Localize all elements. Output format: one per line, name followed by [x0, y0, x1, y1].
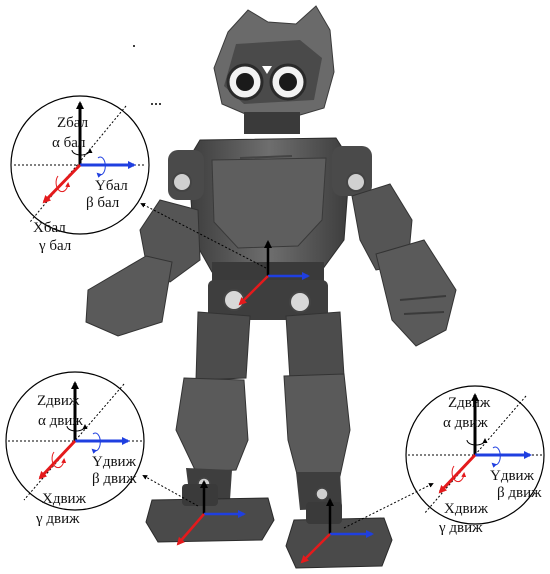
robot-right-leg	[284, 312, 350, 510]
balance-x-label: Хбал	[33, 220, 66, 236]
right-foot-x-label: Хдвиж	[444, 501, 489, 517]
right-foot-gamma-label: γ движ	[438, 520, 483, 536]
robot-head	[214, 6, 334, 134]
left-foot-x-label: Хдвиж	[42, 491, 87, 507]
left-foot-z-label: Zдвиж	[37, 393, 80, 409]
balance-z-label: Zбал	[57, 115, 89, 131]
hip-servo-right	[290, 292, 310, 312]
right-foot-z-label: Zдвиж	[448, 395, 491, 411]
hip-servo-left	[224, 290, 244, 310]
balance-gamma-label: γ бал	[38, 238, 72, 254]
balance-beta-label: β бал	[86, 195, 120, 211]
right-foot-y-label: Yдвиж	[490, 468, 535, 484]
robot-torso	[188, 138, 350, 302]
right-foot-beta-label: β движ	[497, 485, 542, 501]
balance-alpha-label: α бал	[52, 135, 86, 151]
balance-y-label: Yбал	[95, 178, 128, 194]
robot-right-arm	[332, 146, 456, 346]
right-foot-frame: Zдвиж α движ Yдвиж β движ Хдвиж γ движ	[406, 386, 544, 536]
decorative-dots	[133, 45, 161, 105]
left-foot-frame: Zдвиж α движ Yдвиж β движ Хдвиж γ движ	[6, 372, 144, 527]
left-foot-beta-label: β движ	[92, 471, 137, 487]
right-foot-alpha-label: α движ	[443, 415, 488, 431]
balance-frame: Zбал α бал Yбал β бал Хбал γ бал	[11, 96, 149, 254]
left-foot-gamma-label: γ движ	[35, 511, 80, 527]
left-foot-alpha-label: α движ	[38, 413, 83, 429]
left-foot-y-label: Yдвиж	[92, 454, 137, 470]
robot-left-leg	[176, 312, 250, 500]
humanoid-robot-image	[86, 6, 456, 568]
